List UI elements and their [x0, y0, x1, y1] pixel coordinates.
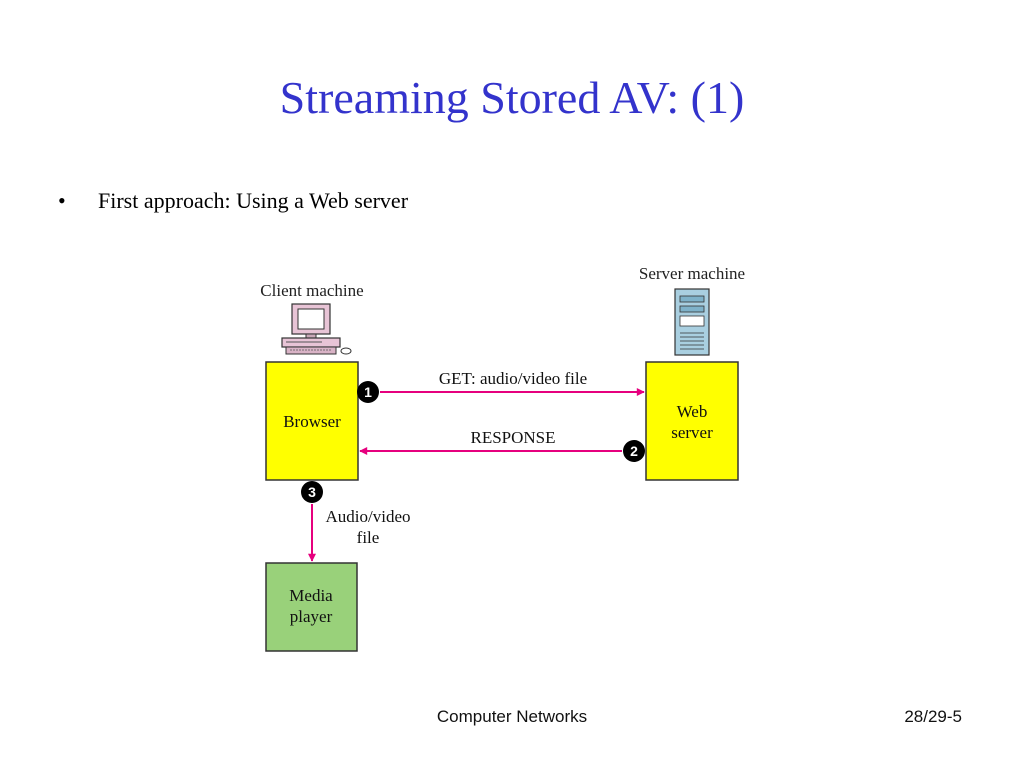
browser-box: Browser — [265, 361, 359, 481]
web-server-label-line1: Web — [677, 402, 708, 421]
bullet-dot: • — [58, 188, 66, 213]
computer-icon — [281, 303, 352, 355]
client-machine-label: Client machine — [260, 281, 363, 300]
request-label: GET: audio/video file — [439, 369, 587, 388]
browser-label: Browser — [283, 412, 341, 431]
svg-text:1: 1 — [364, 384, 372, 400]
svg-text:3: 3 — [308, 484, 316, 500]
svg-text:2: 2 — [630, 443, 638, 459]
transfer-label-line2: file — [357, 528, 380, 547]
transfer-label-line1: Audio/video — [326, 507, 411, 526]
response-label: RESPONSE — [470, 428, 555, 447]
slide-title: Streaming Stored AV: (1) — [279, 72, 745, 123]
web-server-label-line2: server — [671, 423, 713, 442]
media-player-label-line2: player — [290, 607, 333, 626]
bullet-item: • First approach: Using a Web server — [58, 186, 408, 216]
step-3-badge: 3 — [301, 481, 323, 503]
step-2-badge: 2 — [623, 440, 645, 462]
bullet-text: First approach: Using a Web server — [98, 188, 409, 213]
media-player-label-line1: Media — [289, 586, 333, 605]
footer-course: Computer Networks — [436, 707, 588, 726]
server-machine-label: Server machine — [639, 264, 745, 283]
web-server-box: Web server — [645, 361, 739, 481]
step-1-badge: 1 — [357, 381, 379, 403]
server-icon — [674, 288, 710, 356]
media-player-box: Media player — [265, 562, 358, 652]
footer-page-number: 28/29-5 — [904, 707, 962, 726]
